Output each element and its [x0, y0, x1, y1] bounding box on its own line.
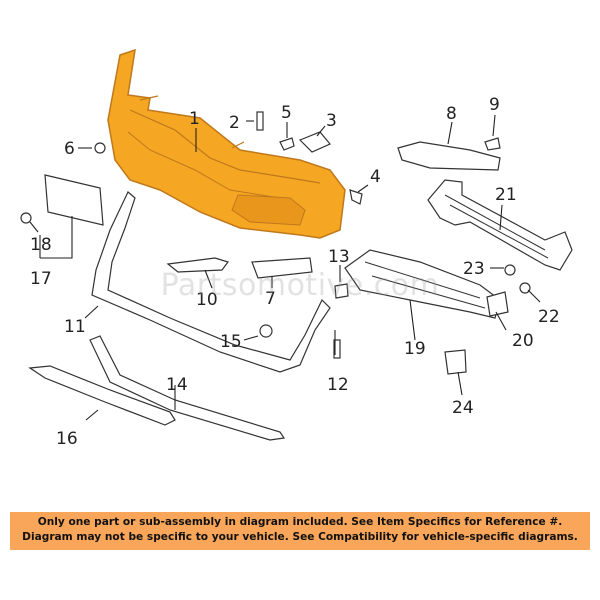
- callout-2: 2: [229, 113, 240, 133]
- callout-23: 23: [463, 259, 485, 279]
- fog-cover[interactable]: [251, 257, 313, 279]
- disclaimer-line-1: Only one part or sub-assembly in diagram…: [37, 516, 563, 528]
- callout-15: 15: [220, 332, 242, 352]
- callout-20: 20: [512, 331, 534, 351]
- lower-trim-strip[interactable]: [89, 335, 286, 441]
- callout-21: 21: [495, 185, 517, 205]
- callout-labels: 1 2 3 4 5 6 7 8 9 10 11 12 13 14 15 16 1…: [30, 95, 560, 449]
- callout-13: 13: [328, 247, 350, 267]
- callout-10: 10: [196, 290, 218, 310]
- callout-11: 11: [64, 317, 86, 337]
- bumper-cover-highlighted[interactable]: [107, 48, 346, 239]
- disclaimer-line-2: Diagram may not be specific to your vehi…: [22, 531, 578, 543]
- disclaimer-banner: Only one part or sub-assembly in diagram…: [10, 512, 590, 550]
- callout-17: 17: [30, 269, 52, 289]
- grille-molding[interactable]: [166, 257, 229, 273]
- fasteners: [20, 111, 531, 375]
- callout-14: 14: [166, 375, 188, 395]
- callout-9: 9: [489, 95, 500, 115]
- callout-7: 7: [265, 289, 276, 309]
- skid-plate[interactable]: [28, 365, 176, 426]
- callout-8: 8: [446, 104, 457, 124]
- callout-12: 12: [327, 375, 349, 395]
- callout-5: 5: [281, 103, 292, 123]
- lower-valance[interactable]: [91, 191, 331, 373]
- callout-6: 6: [64, 139, 75, 159]
- callout-1: 1: [189, 109, 200, 129]
- callout-18: 18: [30, 235, 52, 255]
- license-bracket[interactable]: [44, 174, 104, 226]
- callout-4: 4: [370, 167, 381, 187]
- callout-24: 24: [452, 398, 474, 418]
- side-bracket[interactable]: [397, 141, 501, 171]
- callout-16: 16: [56, 429, 78, 449]
- callout-22: 22: [538, 307, 560, 327]
- callout-3: 3: [326, 111, 337, 131]
- leader-lines: [29, 114, 541, 421]
- callout-19: 19: [404, 339, 426, 359]
